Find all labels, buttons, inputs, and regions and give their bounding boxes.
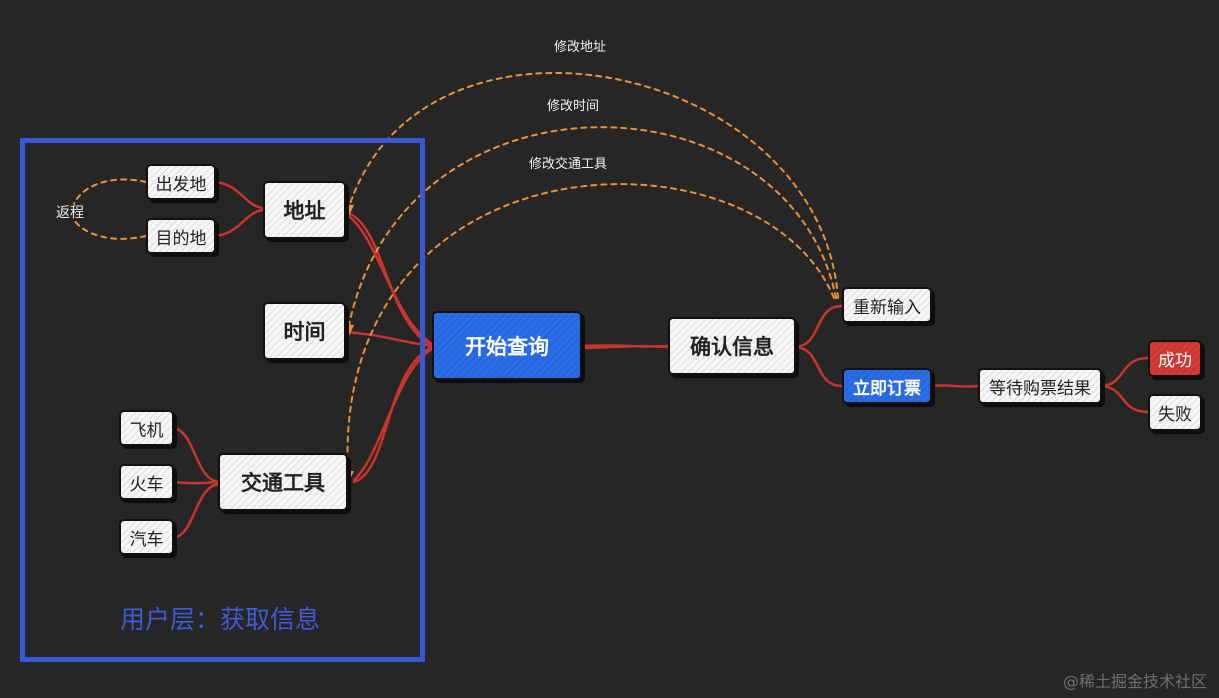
dash-modify-time <box>347 126 837 331</box>
node-plane[interactable]: 飞机 <box>119 410 174 446</box>
label-modify-time: 修改时间 <box>547 99 600 114</box>
user-layer-frame <box>20 138 425 662</box>
node-confirm-info[interactable]: 确认信息 <box>668 317 796 375</box>
node-failure[interactable]: 失败 <box>1148 394 1202 431</box>
link-car-transport <box>172 482 220 540</box>
label-round-trip: 返程 <box>56 205 84 221</box>
link-destination-address <box>214 208 264 238</box>
watermark: @稀土掘金技术社区 <box>1062 672 1207 691</box>
node-address[interactable]: 地址 <box>263 181 346 239</box>
dash-modify-transport <box>346 183 835 477</box>
link-train-transport <box>172 480 220 485</box>
link-confirm-book <box>794 345 844 388</box>
link-wait-failure <box>1100 384 1150 414</box>
node-start-query[interactable]: 开始查询 <box>432 311 582 380</box>
node-success[interactable]: 成功 <box>1148 340 1202 377</box>
node-departure[interactable]: 出发地 <box>146 164 216 200</box>
dash-roundtrip-destination <box>73 219 147 240</box>
link-departure-address <box>214 180 264 210</box>
node-wait-result[interactable]: 等待购票结果 <box>978 368 1102 404</box>
link-confirm-reenter <box>794 304 844 349</box>
link-address-query <box>344 210 434 348</box>
link-book-wait <box>930 384 980 388</box>
link-query-confirm-2 <box>580 344 670 350</box>
node-time[interactable]: 时间 <box>263 302 346 360</box>
user-layer-caption: 用户层：获取信息 <box>120 605 321 634</box>
node-train[interactable]: 火车 <box>119 464 174 500</box>
link-plane-transport <box>172 426 220 484</box>
node-destination[interactable]: 目的地 <box>146 218 216 254</box>
node-transport[interactable]: 交通工具 <box>218 453 348 511</box>
label-modify-address: 修改地址 <box>554 40 607 55</box>
node-re-enter[interactable]: 重新输入 <box>842 287 932 323</box>
link-wait-success <box>1100 356 1150 388</box>
node-book-now[interactable]: 立即订票 <box>842 368 932 404</box>
dash-roundtrip-departure <box>73 178 147 205</box>
node-car[interactable]: 汽车 <box>119 519 174 555</box>
link-address-query-2 <box>344 212 434 346</box>
label-modify-transport: 修改交通工具 <box>529 157 608 172</box>
